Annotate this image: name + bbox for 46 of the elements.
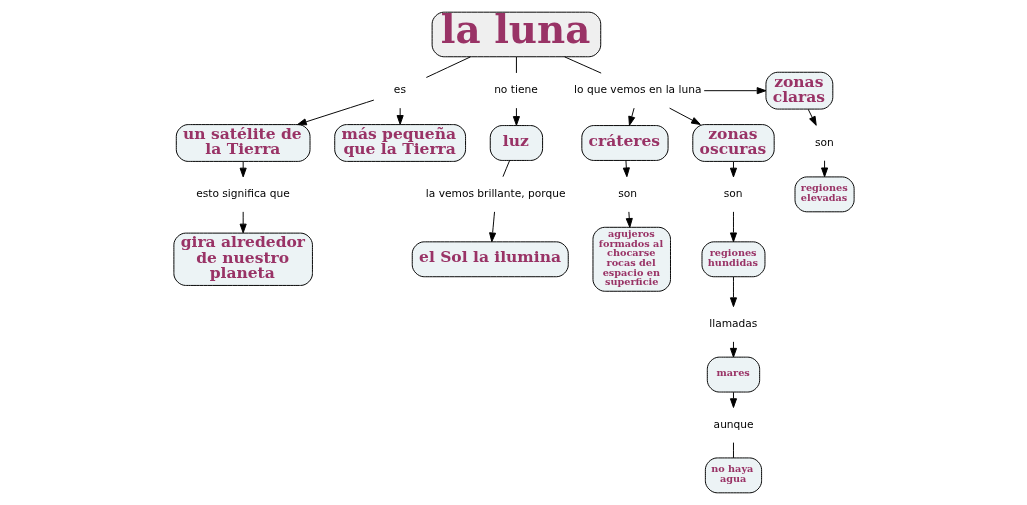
- connector: [501, 160, 510, 178]
- arrow: [625, 211, 633, 228]
- arrow: [627, 107, 635, 126]
- node-text: son: [814, 135, 834, 149]
- arrow: [396, 107, 404, 125]
- node-text: la vemos brillante, porque: [425, 187, 566, 201]
- node-box: agujeros formados al chocarse rocas del espacio en superficie: [592, 226, 671, 292]
- node-box: gira alrededor de nuestro planeta: [172, 232, 313, 286]
- node-text: aunque: [713, 417, 754, 431]
- node-box: más pequeña que la Tierra: [333, 124, 466, 162]
- arrow: [668, 107, 701, 125]
- arrow: [729, 211, 737, 243]
- node-box: la luna: [431, 11, 601, 58]
- arrow: [807, 108, 817, 126]
- node-text: llamadas: [708, 316, 757, 330]
- node-text: son: [723, 187, 743, 201]
- node-box: regiones elevadas: [794, 176, 855, 213]
- node-box: un satélite de la Tierra: [175, 124, 310, 162]
- node-text: lo que vemos en la luna: [573, 83, 701, 97]
- arrow: [488, 211, 496, 243]
- arrow: [239, 211, 247, 234]
- connector: [425, 56, 471, 78]
- node-box: zonas oscuras: [691, 124, 775, 162]
- node-text: son: [617, 187, 637, 201]
- arrow: [729, 161, 737, 178]
- node-box: cráteres: [580, 125, 669, 161]
- node-box: regiones hundidas: [701, 241, 765, 278]
- arrow: [729, 391, 737, 408]
- node-text: no tiene: [493, 83, 538, 97]
- node-box: no haya agua: [704, 457, 762, 494]
- arrow: [296, 99, 374, 126]
- node-box: zonas claras: [764, 71, 833, 110]
- arrow: [239, 161, 247, 178]
- arrow: [622, 160, 630, 178]
- connector: [563, 56, 602, 74]
- node-box: el Sol la ilumina: [411, 241, 569, 278]
- arrow: [729, 276, 737, 308]
- node-text: es: [393, 83, 406, 97]
- connector: [515, 56, 517, 74]
- arrow: [512, 107, 520, 126]
- node-text: esto significa que: [195, 187, 290, 201]
- connector: [732, 442, 734, 459]
- node-box: luz: [489, 125, 543, 161]
- arrow: [703, 87, 766, 95]
- arrow: [729, 341, 737, 358]
- node-box: mares: [706, 356, 760, 393]
